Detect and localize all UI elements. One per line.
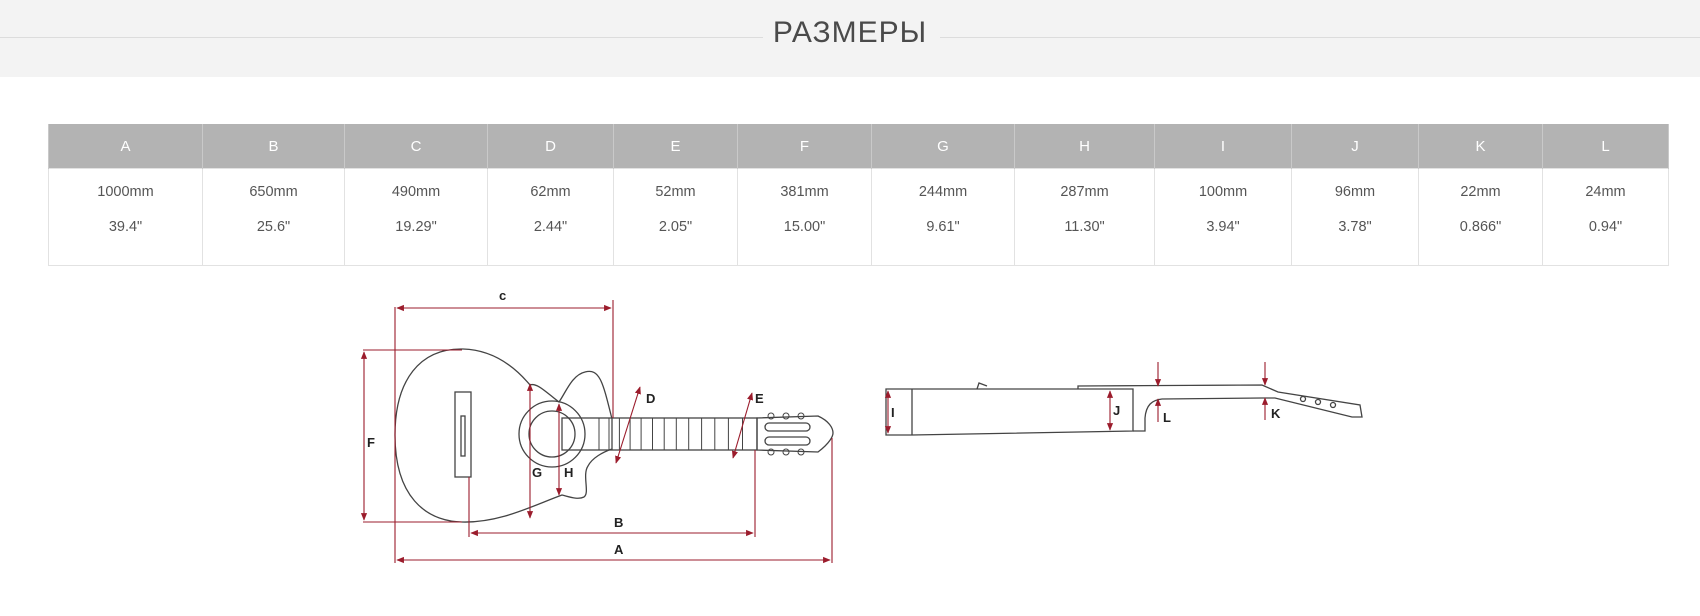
table-row: 1000mm 39.4" 650mm 25.6" 490mm 19.29" 62mm 2… — [48, 168, 1669, 266]
value-mm: 490mm — [391, 184, 441, 200]
column-header: C — [344, 124, 488, 169]
headstock-slot-bottom — [764, 436, 811, 446]
value-inch: 25.6" — [256, 219, 291, 235]
value-mm: 100mm — [1198, 184, 1248, 200]
value-inch: 3.94" — [1206, 219, 1240, 235]
value-inch: 0.94" — [1588, 219, 1623, 235]
value-inch: 19.29" — [395, 219, 437, 235]
dim-label-e: E — [755, 391, 764, 406]
dim-label-k: K — [1271, 406, 1281, 421]
value-mm: 1000mm — [97, 184, 154, 200]
dim-label-g: G — [532, 465, 542, 480]
fretboard — [561, 417, 758, 451]
dimensions-table: A B C D E F G H I J K L 1000mm 39.4" 650m… — [48, 124, 1669, 266]
dim-label-j: J — [1113, 403, 1120, 418]
column-header: B — [202, 124, 345, 169]
column-header: L — [1542, 124, 1669, 169]
table-cell: 381mm 15.00" — [737, 168, 872, 266]
table-cell: 490mm 19.29" — [344, 168, 488, 266]
column-header: J — [1291, 124, 1419, 169]
value-inch: 3.78" — [1338, 219, 1372, 235]
table-cell: 96mm 3.78" — [1291, 168, 1419, 266]
value-inch: 2.05" — [658, 219, 693, 235]
value-mm: 22mm — [1460, 184, 1501, 200]
column-header: K — [1418, 124, 1543, 169]
bridge — [454, 391, 472, 478]
table-cell: 244mm 9.61" — [871, 168, 1015, 266]
table-cell: 1000mm 39.4" — [48, 168, 203, 266]
dim-label-d: D — [646, 391, 655, 406]
value-mm: 381mm — [780, 184, 829, 200]
column-header: F — [737, 124, 872, 169]
tuning-pegs — [767, 412, 805, 456]
value-mm: 52mm — [655, 184, 696, 200]
column-header: D — [487, 124, 614, 169]
value-inch: 2.44" — [533, 219, 568, 235]
table-cell: 22mm 0.866" — [1418, 168, 1543, 266]
value-mm: 24mm — [1585, 184, 1626, 200]
guitar-body-outline — [394, 348, 613, 523]
sound-hole-ring — [518, 400, 586, 468]
table-header-row: A B C D E F G H I J K L — [48, 124, 1669, 169]
dim-label-c: c — [499, 288, 506, 303]
frets — [598, 418, 743, 450]
value-mm: 96mm — [1334, 184, 1376, 200]
dim-label-b: B — [614, 515, 623, 530]
column-header: E — [613, 124, 738, 169]
dim-label-f: F — [367, 435, 375, 450]
table-cell: 52mm 2.05" — [613, 168, 738, 266]
front-dimension-labels: c A B F G H D E — [367, 288, 764, 557]
side-bridge — [976, 382, 988, 390]
value-inch: 15.00" — [783, 219, 826, 235]
table-cell: 62mm 2.44" — [487, 168, 614, 266]
value-mm: 244mm — [918, 184, 968, 200]
headstock — [756, 415, 834, 453]
table-cell: 24mm 0.94" — [1542, 168, 1669, 266]
dim-label-i: I — [891, 405, 895, 420]
value-inch: 11.30" — [1064, 219, 1105, 235]
dim-label-h: H — [564, 465, 573, 480]
header-rule-left — [0, 37, 780, 38]
side-dimension-lines — [884, 362, 1269, 434]
value-inch: 9.61" — [926, 219, 960, 235]
section-title-text: РАЗМЕРЫ — [762, 16, 938, 49]
column-header: A — [48, 124, 203, 169]
section-header: РАЗМЕРЫ — [0, 0, 1700, 77]
front-dimension-lines — [360, 300, 833, 564]
column-header: G — [871, 124, 1015, 169]
guitar-side-view — [885, 382, 1363, 436]
value-inch: 39.4" — [108, 219, 143, 235]
guitar-front-view — [394, 348, 834, 523]
dim-label-a: A — [614, 542, 624, 557]
value-mm: 287mm — [1060, 184, 1109, 200]
value-mm: 650mm — [249, 184, 298, 200]
table-cell: 287mm 11.30" — [1014, 168, 1155, 266]
bridge-saddle — [460, 415, 466, 457]
dim-label-l: L — [1163, 410, 1171, 425]
guitar-dimensions-diagram: c A B F G H D E I J L K — [360, 288, 1363, 564]
column-header: I — [1154, 124, 1292, 169]
header-rule-right — [940, 37, 1700, 38]
value-mm: 62mm — [530, 184, 571, 200]
table-cell: 100mm 3.94" — [1154, 168, 1292, 266]
column-header: H — [1014, 124, 1155, 169]
value-inch: 0.866" — [1459, 219, 1502, 235]
section-title: РАЗМЕРЫ — [0, 16, 1700, 50]
side-neck — [1077, 384, 1363, 432]
table-cell: 650mm 25.6" — [202, 168, 345, 266]
side-dimension-labels: I J L K — [891, 403, 1281, 425]
side-body-outline — [885, 388, 1134, 436]
headstock-slot-top — [764, 422, 811, 432]
